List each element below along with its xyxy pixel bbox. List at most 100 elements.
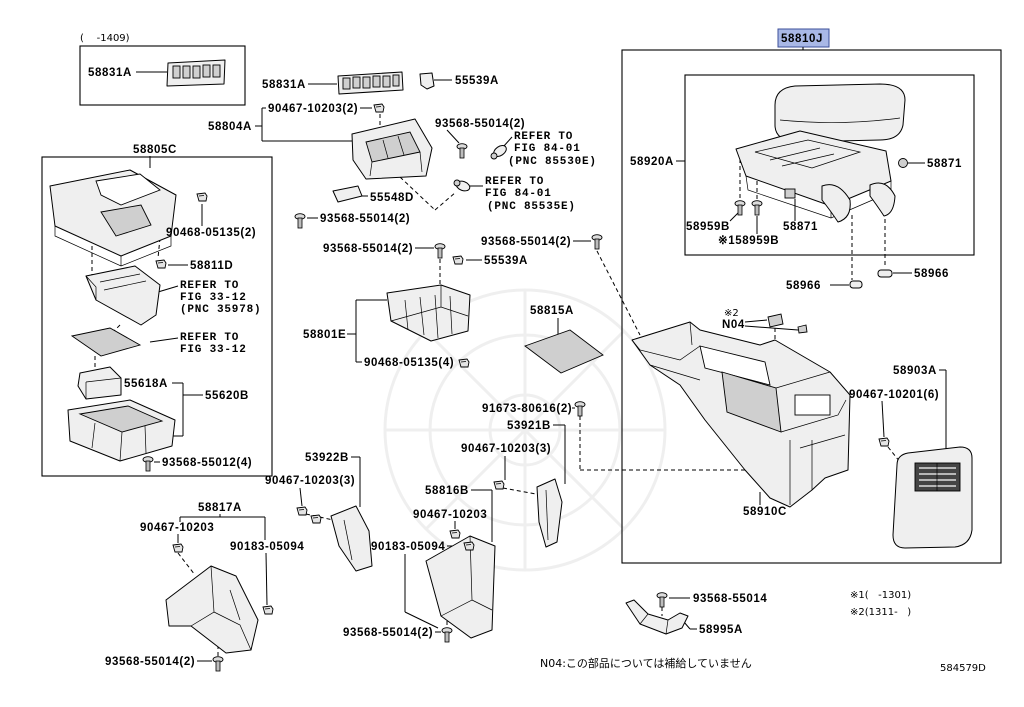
label-58920A[interactable]: 58920A xyxy=(630,156,674,168)
part-58966-pin-b xyxy=(877,269,893,278)
label-58995A[interactable]: 58995A xyxy=(699,624,743,636)
leader-line xyxy=(729,211,740,222)
clip-90183-low xyxy=(263,606,273,614)
assembly-line xyxy=(434,191,457,211)
label-93568-55014-mid-c[interactable]: 93568-55014(2) xyxy=(343,627,433,639)
label-53921B[interactable]: 53921B xyxy=(507,420,551,432)
label-90183-05094-low[interactable]: 90183-05094 xyxy=(230,541,304,553)
armrest-subassembly-frame xyxy=(684,74,975,256)
assembly-line xyxy=(502,487,537,495)
part-58815A-mat xyxy=(524,329,604,374)
part-58831A-inset-switch-strip xyxy=(166,59,226,87)
part-58816B-bracket xyxy=(425,535,496,639)
label-90467-10201[interactable]: 90467-10201(6) xyxy=(849,389,939,401)
refer-35978-line2[interactable]: FIG 33-12 xyxy=(180,292,247,304)
label-93568-55014-b[interactable]: 93568-55014(2) xyxy=(320,213,410,225)
refer-33-12-line1[interactable]: REFER TO xyxy=(180,332,239,344)
refer-85535E-line2[interactable]: FIG 84-01 xyxy=(485,188,552,200)
mark-2: ※2 xyxy=(724,308,739,319)
label-90467-10203-mid-a[interactable]: 90467-10203(3) xyxy=(461,443,551,455)
label-58831A[interactable]: 58831A xyxy=(262,79,306,91)
watermark-emblem xyxy=(383,288,667,572)
part-58920A-armrest-lid xyxy=(774,83,906,143)
part-55620B-box xyxy=(67,399,176,462)
part-N04-piece-b xyxy=(797,324,808,334)
label-58811D[interactable]: 58811D xyxy=(190,260,233,272)
label-58831A-inset[interactable]: 58831A xyxy=(88,67,132,79)
clip-90467-mid-b1 xyxy=(297,507,307,515)
refer-85530E-line1[interactable]: REFER TO xyxy=(514,131,573,143)
label-58805C[interactable]: 58805C xyxy=(133,144,177,156)
footnote-1: ※1( -1301) xyxy=(850,590,911,601)
assembly-line xyxy=(157,237,161,259)
label-90467-10203-mid-c[interactable]: 90467-10203 xyxy=(413,509,487,521)
label-58910C[interactable]: 58910C xyxy=(743,506,787,518)
part-58871-b xyxy=(784,188,796,199)
label-58959B[interactable]: 58959B xyxy=(686,221,730,233)
clip-90468-box xyxy=(197,193,207,201)
assembly-line xyxy=(596,250,641,336)
label-55548D[interactable]: 55548D xyxy=(370,192,414,204)
group-frames xyxy=(41,28,1002,564)
label-58801E[interactable]: 58801E xyxy=(303,329,346,341)
refer-85535E-line1[interactable]: REFER TO xyxy=(485,176,544,188)
label-55618A[interactable]: 55618A xyxy=(124,378,168,390)
label-58817A[interactable]: 58817A xyxy=(198,502,242,514)
refer-85535E-line3[interactable]: (PNC 85535E) xyxy=(487,201,576,213)
part-58903A-rear-panel xyxy=(892,446,973,549)
label-93568-55014-upper[interactable]: 93568-55014(2) xyxy=(435,118,525,130)
label-90183-05094-mid[interactable]: 90183-05094 xyxy=(371,541,445,553)
drawing-code: 584579D xyxy=(940,663,986,674)
refer-85530E-line3[interactable]: (PNC 85530E) xyxy=(508,156,597,168)
label-58810J-selected[interactable]: 58810J xyxy=(781,33,823,45)
part-mat-pad xyxy=(70,327,142,357)
label-58903A[interactable]: 58903A xyxy=(893,365,937,377)
label-93568-55014-bottom[interactable]: 93568-55014 xyxy=(693,593,767,605)
label-58871-b[interactable]: 58871 xyxy=(783,221,818,233)
inset-frame-1409 xyxy=(79,45,246,106)
leader-line xyxy=(744,319,768,323)
label-93568-55012[interactable]: 93568-55012(4) xyxy=(162,457,252,469)
clip-90467-mid-a xyxy=(494,481,504,489)
clip-90183-mid xyxy=(464,542,474,550)
label-93568-55014-mid-a[interactable]: 93568-55014(2) xyxy=(323,243,413,255)
label-91673-80616[interactable]: 91673-80616(2) xyxy=(482,403,572,415)
inset-date-range: ( -1409) xyxy=(80,33,130,44)
refer-35978-line3[interactable]: (PNC 35978) xyxy=(180,304,261,316)
refer-35978-line1[interactable]: REFER TO xyxy=(180,280,239,292)
label-90467-10203-mid-b[interactable]: 90467-10203(3) xyxy=(265,475,355,487)
label-N04[interactable]: N04 xyxy=(722,319,745,331)
label-58871-a[interactable]: 58871 xyxy=(927,158,962,170)
label-58966-a[interactable]: 58966 xyxy=(786,280,821,292)
leader-line xyxy=(881,400,885,438)
label-93568-55014-low[interactable]: 93568-55014(2) xyxy=(105,656,195,668)
part-58831A-switch-strip xyxy=(337,71,404,95)
refer-85530E-line2[interactable]: FIG 84-01 xyxy=(514,143,581,155)
label-58816B[interactable]: 58816B xyxy=(425,485,469,497)
label-58815A[interactable]: 58815A xyxy=(530,305,574,317)
label-90467-10203-upper[interactable]: 90467-10203(2) xyxy=(268,103,358,115)
label-55539A-mid[interactable]: 55539A xyxy=(484,255,528,267)
label-158959B[interactable]: ※158959B xyxy=(718,234,779,247)
label-58804A[interactable]: 58804A xyxy=(208,121,252,133)
label-55620B[interactable]: 55620B xyxy=(205,390,249,402)
label-93568-55014-mid-b[interactable]: 93568-55014(2) xyxy=(481,236,571,248)
refer-33-12-line2[interactable]: FIG 33-12 xyxy=(180,344,247,356)
left-assembly-frame xyxy=(41,156,273,477)
part-58805C-shift-panel xyxy=(49,169,177,267)
clip-90468-mid xyxy=(459,359,469,367)
leader-line xyxy=(744,325,799,331)
part-58995A-bracket xyxy=(625,599,689,635)
label-90468-05135-4[interactable]: 90468-05135(4) xyxy=(364,357,454,369)
part-55539A-bracket xyxy=(419,72,435,90)
leader-line xyxy=(683,621,691,630)
label-90468-05135-2[interactable]: 90468-05135(2) xyxy=(166,227,256,239)
label-53922B[interactable]: 53922B xyxy=(305,452,349,464)
part-55548D-connector xyxy=(332,185,363,203)
note-N04: N04:この部品については補給していません xyxy=(540,656,752,670)
label-58966-b[interactable]: 58966 xyxy=(914,268,949,280)
part-53921B-side-cover xyxy=(536,478,563,548)
label-90467-10203-low[interactable]: 90467-10203 xyxy=(140,522,214,534)
clip-58811D xyxy=(156,260,166,268)
label-55539A[interactable]: 55539A xyxy=(455,75,499,87)
